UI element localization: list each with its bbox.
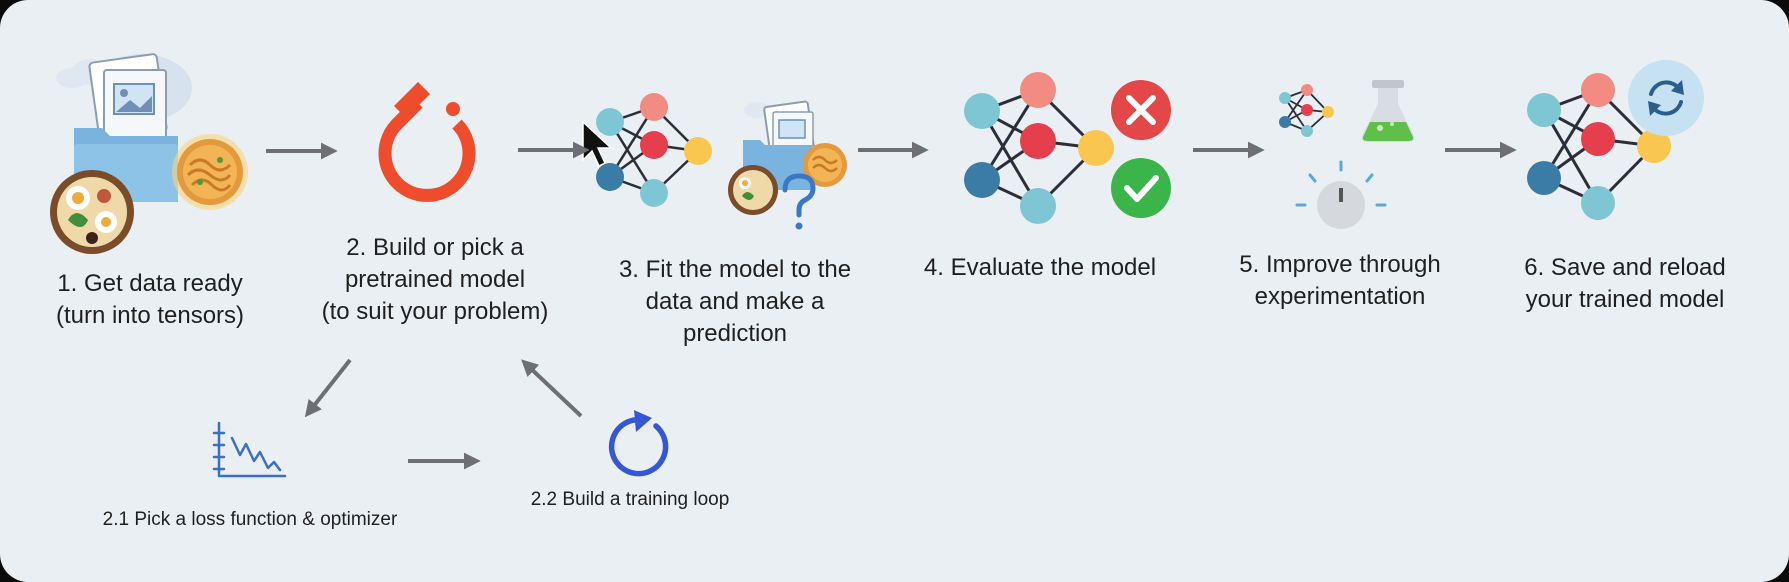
save-reload-icon: [1527, 60, 1704, 220]
question-mark-icon: [782, 173, 816, 230]
data-folder-icon: [56, 53, 192, 202]
step-5-label: 5. Improve through experimentation: [1239, 251, 1441, 310]
experiment-icon: [1279, 80, 1415, 229]
step-4-label: 4. Evaluate the model: [923, 254, 1157, 281]
pytorch-logo-icon: [378, 82, 476, 202]
noodle-bowl-icon: [172, 134, 248, 210]
substep-2-2-label: 2.2 Build a training loop: [530, 489, 730, 510]
mini-data-folder-icon: [728, 100, 847, 215]
loss-chart-icon: [212, 421, 287, 478]
wrong-x-icon: [1111, 80, 1171, 140]
step-1-label: 1. Get data ready (turn into tensors): [55, 270, 245, 329]
step-6-label: 6. Save and reload your trained model: [1524, 254, 1726, 313]
refresh-icon: [1628, 60, 1704, 136]
arrow-2-2-to-2: [521, 359, 583, 418]
flask-icon: [1361, 80, 1415, 142]
loop-icon: [608, 410, 669, 477]
step-3-label: 3. Fit the model to the data and make a …: [618, 256, 852, 347]
evaluate-icon: [964, 72, 1171, 224]
substep-2-1-label: 2.1 Pick a loss function & optimizer: [102, 509, 398, 530]
flow-arrows: [266, 141, 1517, 470]
right-check-icon: [1111, 158, 1171, 218]
stopwatch-icon: [1295, 160, 1387, 229]
arrow-2-to-2-1: [304, 358, 352, 418]
food-bowl-icon: [50, 170, 134, 254]
mouse-cursor-icon: [582, 120, 613, 168]
step-2-label: 2. Build or pick a pretrained model (to …: [321, 234, 549, 325]
